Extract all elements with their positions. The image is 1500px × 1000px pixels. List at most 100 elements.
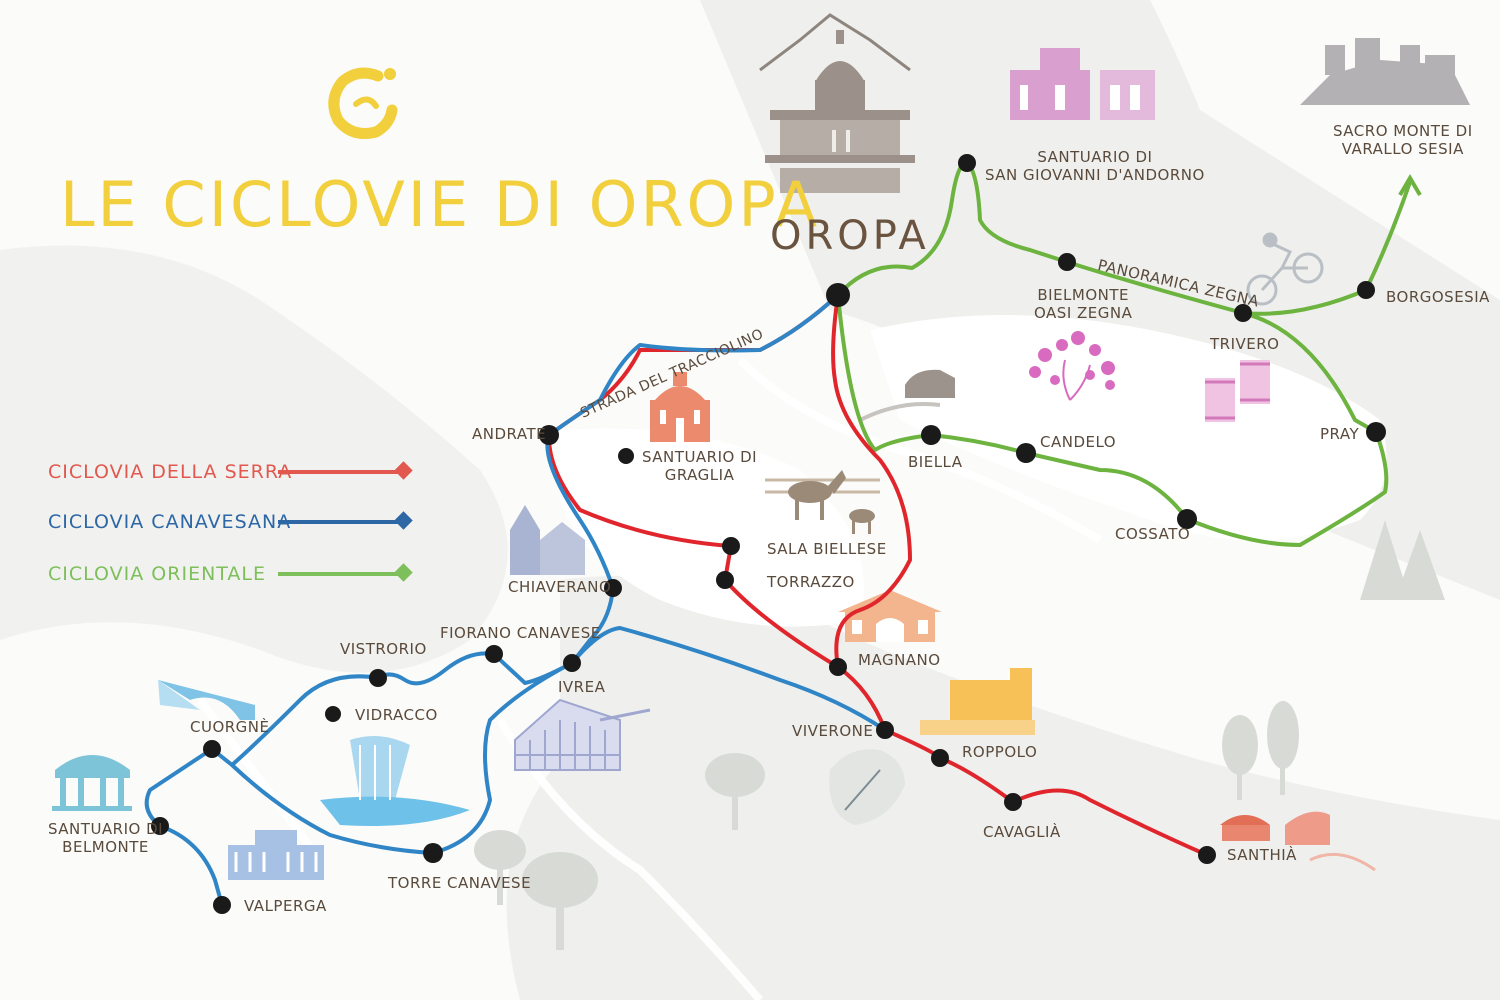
label-sala-biellese: SALA BIELLESE [767,540,887,558]
belmonte-sanctuary-icon [52,755,132,811]
label-santuario-graglia: SANTUARIO DI GRAGLIA [642,448,757,484]
dot-vistrorio [369,669,387,687]
mountain-icon [759,13,911,72]
dot-santhia [1198,846,1216,864]
dot-viverone [876,721,894,739]
dot-cossato [1177,509,1197,529]
legend-label: CICLOVIA ORIENTALE [48,563,267,585]
dot-sala-biellese [722,537,740,555]
legend-item-serra: CICLOVIA DELLA SERRA [48,457,406,487]
arrow-icon [1398,174,1422,197]
legend-swatch [278,470,406,474]
dot-torre-canavese [423,843,443,863]
legend-item-orientale: CICLOVIA ORIENTALE [48,559,406,589]
dot-vidracco [325,706,341,722]
label-candelo: CANDELO [1040,433,1117,451]
label-line: SACRO MONTE DI [1333,122,1473,140]
legend-item-canavesana: CICLOVIA CANAVESANA [48,507,406,537]
label-line: SAN GIOVANNI D'ANDORNO [985,166,1205,184]
viverone-lake-icon [829,749,905,825]
label-vidracco: VIDRACCO [355,706,438,724]
dot-cuorgne [203,740,221,758]
label-biella: BIELLA [908,453,963,471]
dot-graglia [618,448,634,464]
rivers [196,357,1103,1000]
vidracco-waterfall-icon [320,736,470,826]
label-santuario-belmonte: SANTUARIO DI BELMONTE [48,820,163,856]
graglia-church-icon [650,372,710,442]
santuario-andorno-icon [1010,48,1155,120]
route-canavesana [144,293,887,907]
label-chiaverano: CHIAVERANO [508,578,612,596]
label-magnano: MAGNANO [858,651,941,669]
label-borgosesia: BORGOSESIA [1386,288,1490,306]
legend-label: CICLOVIA CANAVESANA [48,511,292,533]
label-torre-canavese: TORRE CANAVESE [388,874,532,892]
dot-andrate [539,425,559,445]
label-line: SANTUARIO DI [1037,148,1153,166]
cuorgne-bridge-icon [158,680,255,720]
label-line: VARALLO SESIA [1341,140,1464,158]
label-valperga: VALPERGA [244,897,327,915]
label-line: GRAGLIA [664,466,735,484]
label-ivrea: IVREA [558,678,606,696]
dot-ivrea [563,654,581,672]
label-cossato: COSSATO [1115,525,1191,543]
ivrea-building-icon [514,698,651,771]
label-sacro-monte: SACRO MONTE DI VARALLO SESIA [1333,122,1473,158]
dot-borgosesia [1357,281,1375,299]
dot-belmonte [151,817,169,835]
label-andrate: ANDRATE [472,425,547,443]
label-santuario-andorno: SANTUARIO DI SAN GIOVANNI D'ANDORNO [985,148,1205,184]
oropa-basilica-icon [765,30,915,193]
flower-icon [1029,331,1115,401]
cyclist-icon [1246,232,1324,306]
label-cuorgne: CUORGNÈ [190,718,270,736]
label-oropa: OROPA [770,213,930,259]
label-vistrorio: VISTRORIO [340,640,427,658]
oropa-logo-icon [328,67,398,139]
legend-label: CICLOVIA DELLA SERRA [48,461,293,483]
dot-santuario-andorno [958,154,976,172]
label-fiorano: FIORANO CANAVESE [440,624,601,642]
label-pray: PRAY [1320,425,1360,443]
legend-swatch [278,572,406,576]
dot-valperga [213,896,231,914]
label-torrazzo: TORRAZZO [767,573,855,591]
dot-fiorano [485,645,503,663]
dot-chiaverano [604,579,622,597]
magnano-church-icon [838,590,942,642]
legend-swatch [278,520,406,524]
donkey-icon [765,470,880,534]
label-bielmonte: BIELMONTE OASI ZEGNA [1034,286,1132,322]
label-viverone: VIVERONE [792,722,874,740]
page-title: LE CICLOVIE DI OROPA [60,168,821,241]
label-roppolo: ROPPOLO [962,743,1038,761]
chiaverano-church-icon [510,505,585,575]
dot-cavaglia [1004,793,1022,811]
spools-icon [1205,360,1270,422]
dot-trivero [1234,304,1252,322]
dot-biella [921,425,941,445]
santhia-station-icon [1220,811,1376,872]
dot-bielmonte [1058,253,1076,271]
dot-roppolo [931,749,949,767]
dot-pray [1366,422,1386,442]
tree-icon [474,520,1445,950]
dot-oropa [826,283,850,307]
label-trivero: TRIVERO [1210,335,1280,353]
label-line: BELMONTE [62,838,149,856]
torre-villa-icon [228,830,324,880]
label-cavaglia: CAVAGLIÀ [983,823,1061,841]
dot-torrazzo [716,571,734,589]
label-santhia: SANTHIÀ [1227,846,1297,864]
dot-candelo [1016,443,1036,463]
label-line: BIELMONTE [1037,286,1130,304]
dot-magnano [829,658,847,676]
train-icon [859,369,955,422]
label-line: SANTUARIO DI [642,448,758,466]
sacro-monte-icon [1300,38,1470,105]
label-line: SANTUARIO DI [48,820,164,838]
label-line: OASI ZEGNA [1034,304,1133,322]
